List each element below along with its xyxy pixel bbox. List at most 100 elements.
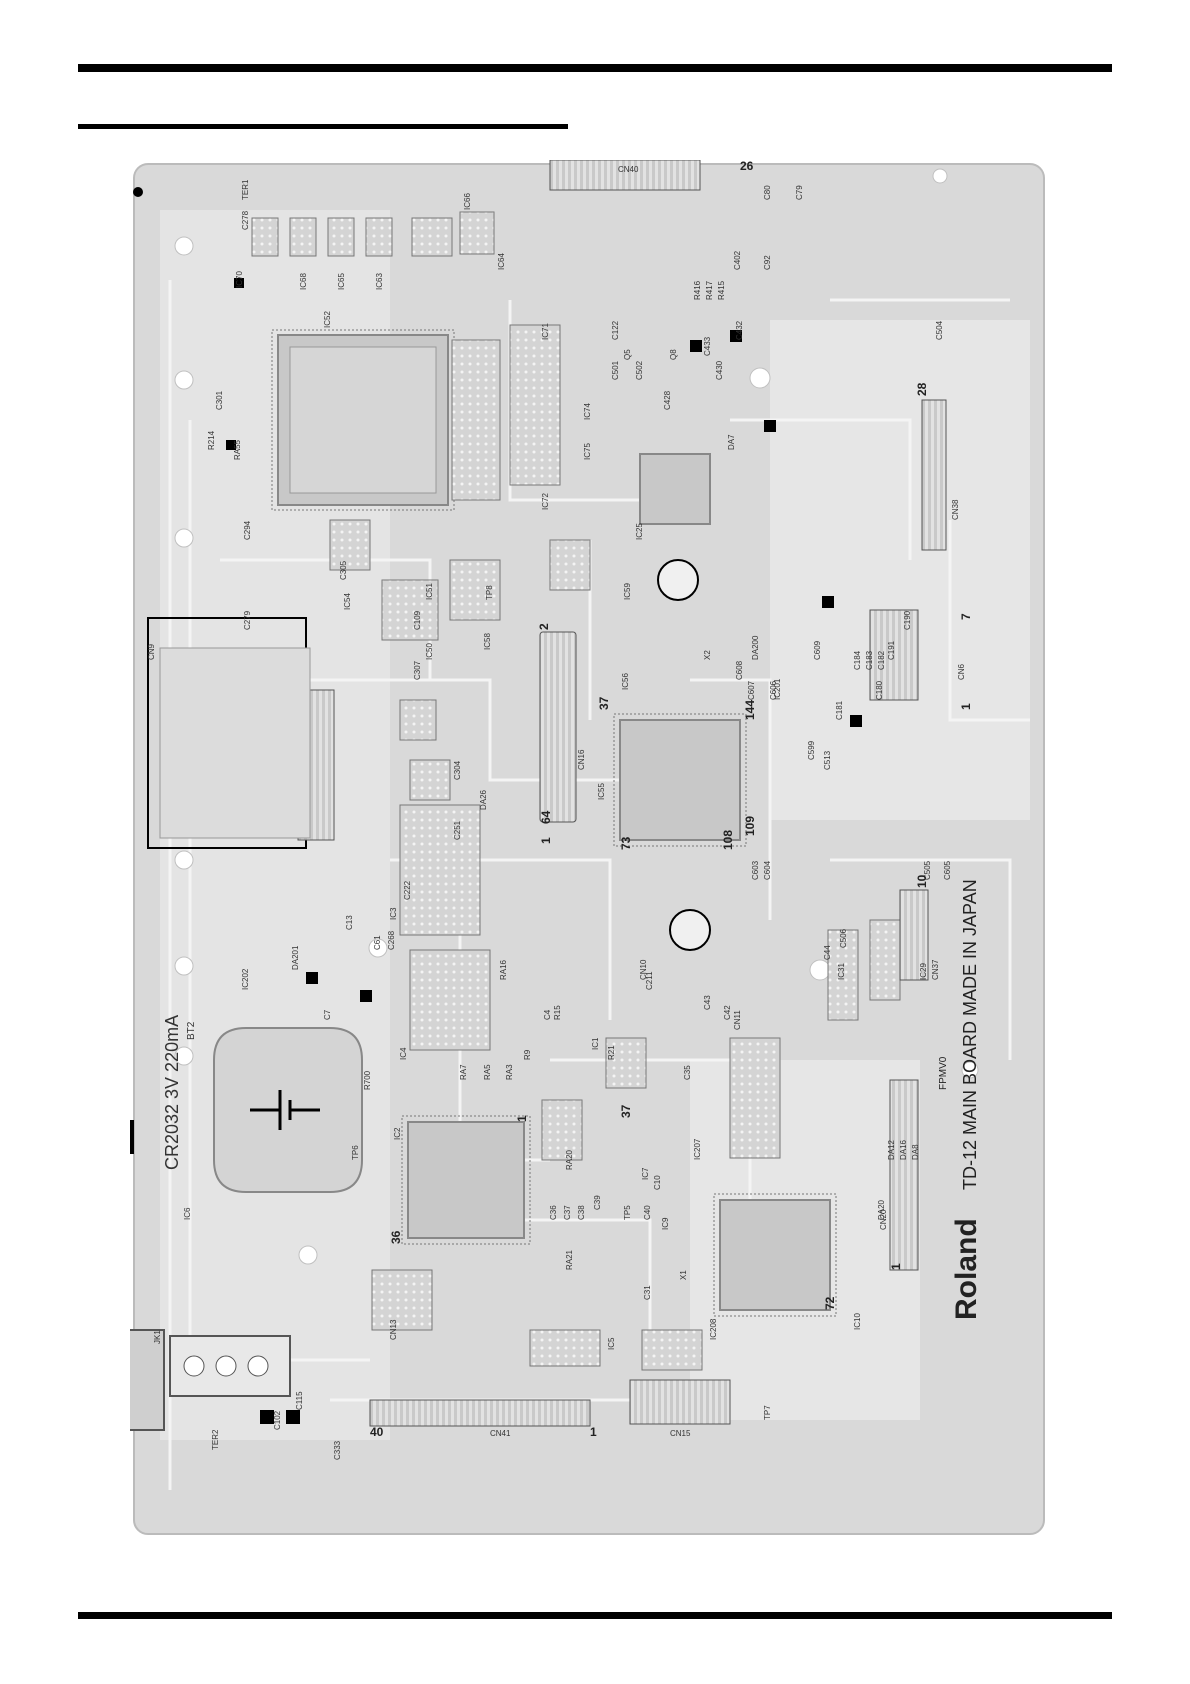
board-label: IC9 bbox=[661, 1217, 670, 1230]
board-label: C432 bbox=[735, 320, 744, 340]
board-label: IC7 bbox=[641, 1167, 650, 1180]
board-label: C430 bbox=[715, 360, 724, 380]
board-label: X2 bbox=[703, 650, 712, 660]
board-label: IC25 bbox=[635, 523, 644, 540]
board-label: C40 bbox=[643, 1205, 652, 1220]
board-label: C222 bbox=[403, 880, 412, 900]
board-label: IC52 bbox=[323, 311, 332, 328]
board-label: C402 bbox=[733, 250, 742, 270]
ic25-qfp bbox=[639, 453, 711, 525]
board-label: C604 bbox=[763, 860, 772, 880]
board-label: CN41 bbox=[490, 1429, 511, 1438]
board-label: C39 bbox=[593, 1195, 602, 1210]
board-label: C504 bbox=[935, 320, 944, 340]
board-label: C10 bbox=[653, 1175, 662, 1190]
board-label: RA20 bbox=[565, 1149, 574, 1170]
board-label: C92 bbox=[763, 255, 772, 270]
board-label: 37 bbox=[597, 696, 611, 710]
board-label: R700 bbox=[363, 1070, 372, 1090]
board-label: RA5 bbox=[483, 1064, 492, 1080]
board-label: 40 bbox=[370, 1425, 384, 1439]
board-label: 1 bbox=[889, 1263, 903, 1270]
board-label: C301 bbox=[215, 390, 224, 410]
board-label: 1 bbox=[590, 1425, 597, 1439]
battery-ref-label: BT2 bbox=[186, 1021, 197, 1040]
board-label: DA26 bbox=[479, 789, 488, 810]
board-label: C268 bbox=[387, 930, 396, 950]
board-label: IC54 bbox=[343, 593, 352, 610]
board-title-label: TD-12 MAIN BOARD MADE IN JAPAN bbox=[960, 879, 980, 1190]
board-label: 64 bbox=[539, 810, 553, 824]
board-label: RA55 bbox=[233, 439, 242, 460]
battery-holder bbox=[213, 1027, 363, 1193]
board-label: 109 bbox=[743, 816, 757, 836]
board-label: CN9 bbox=[147, 643, 156, 660]
board-label: 73 bbox=[619, 836, 633, 850]
soic-packages bbox=[251, 211, 901, 1371]
board-label: Q5 bbox=[623, 349, 632, 360]
board-label: TP6 bbox=[351, 1145, 360, 1160]
board-label: C607 bbox=[747, 680, 756, 700]
board-label: IC68 bbox=[299, 273, 308, 290]
board-label: C606 bbox=[769, 680, 778, 700]
board-label: C31 bbox=[643, 1285, 652, 1300]
ground-plane-right bbox=[770, 320, 1030, 820]
board-label: CN16 bbox=[577, 749, 586, 770]
board-label: IC202 bbox=[241, 968, 250, 990]
board-label: C182 bbox=[877, 650, 886, 670]
board-label: R417 bbox=[705, 280, 714, 300]
board-label: TER1 bbox=[241, 179, 250, 200]
board-label: 2 bbox=[537, 623, 551, 630]
board-label: TER2 bbox=[211, 1429, 220, 1450]
board-label: IC207 bbox=[693, 1138, 702, 1160]
board-label: C4 bbox=[543, 1009, 552, 1020]
connector-labels: CN40 CN38 CN9 CN6 CN37 CN20 CN16 CN10 CN… bbox=[147, 165, 966, 1450]
board-label: R415 bbox=[717, 280, 726, 300]
board-label: C13 bbox=[345, 915, 354, 930]
board-label: 108 bbox=[721, 830, 735, 850]
board-label: TP5 bbox=[623, 1205, 632, 1220]
board-label: TP8 bbox=[485, 585, 494, 600]
board-label: DA7 bbox=[727, 434, 736, 450]
part-labels: C278 C301 R214 RA55 C294 C279 C80 C79 R4… bbox=[207, 185, 952, 1460]
board-label: IC74 bbox=[583, 403, 592, 420]
board-label: 1 bbox=[515, 1115, 529, 1122]
board-label: 72 bbox=[823, 1296, 837, 1310]
board-label: C61 bbox=[373, 935, 382, 950]
board-label: RA21 bbox=[565, 1249, 574, 1270]
top-rule bbox=[78, 64, 1112, 72]
ic10-qfp bbox=[713, 1193, 837, 1317]
board-label: IC208 bbox=[709, 1318, 718, 1340]
board-label: IC71 bbox=[541, 323, 550, 340]
ic52-qfp bbox=[271, 329, 455, 511]
board-label: C305 bbox=[339, 560, 348, 580]
board-label: R9 bbox=[523, 1049, 532, 1060]
board-label: C304 bbox=[453, 760, 462, 780]
board-label: 1 bbox=[959, 703, 973, 710]
pin-labels: 40 1 26 28 7 1 10 1 2 37 64 1 144 109 10… bbox=[370, 159, 973, 1439]
board-label: C80 bbox=[763, 185, 772, 200]
cn16-connector bbox=[539, 631, 577, 823]
board-label: C181 bbox=[835, 700, 844, 720]
board-label: CN11 bbox=[733, 1010, 742, 1030]
board-label: C37 bbox=[563, 1205, 572, 1220]
board-label: IC59 bbox=[623, 583, 632, 600]
board-label: C184 bbox=[853, 650, 862, 670]
ic2-qfp bbox=[401, 1115, 531, 1245]
board-code-label: FPMV0 bbox=[938, 1056, 949, 1090]
board-label: C608 bbox=[735, 660, 744, 680]
board-label: IC75 bbox=[583, 443, 592, 460]
board-label: IC2 bbox=[393, 1127, 402, 1140]
board-label: C428 bbox=[663, 390, 672, 410]
board-label: C279 bbox=[243, 610, 252, 630]
board-label: IC6 bbox=[183, 1207, 192, 1220]
board-label: 28 bbox=[915, 382, 929, 396]
board-label: IC3 bbox=[389, 907, 398, 920]
board-label: C603 bbox=[751, 860, 760, 880]
board-label: 1 bbox=[539, 837, 553, 844]
board-label: CN37 bbox=[931, 959, 940, 980]
fiducial-top bbox=[133, 187, 143, 197]
board-label: CN13 bbox=[389, 1319, 398, 1340]
board-label: 144 bbox=[743, 700, 757, 720]
board-label: C506 bbox=[839, 928, 848, 948]
